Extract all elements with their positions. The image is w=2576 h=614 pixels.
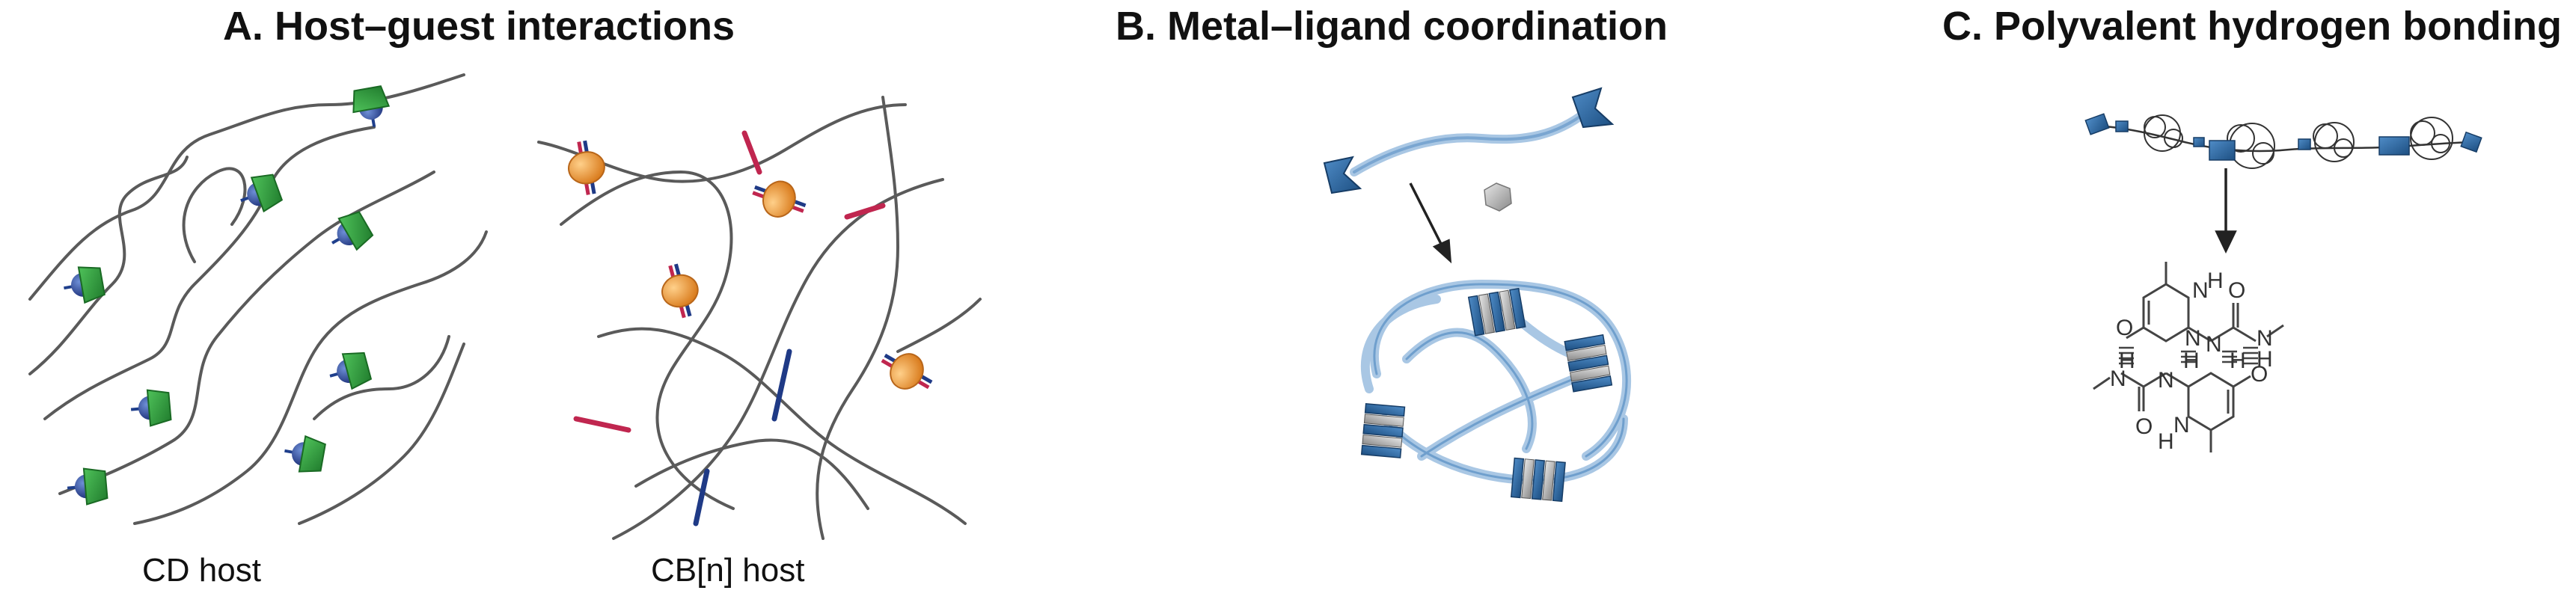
hydrogen-bonds	[2119, 346, 2258, 365]
polymer-chains	[28, 73, 488, 525]
dimerization-arrow	[2215, 168, 2237, 254]
atom-h-2: H	[2257, 347, 2273, 372]
metal-ion	[1484, 182, 1512, 212]
cd-host-caption: CD host	[142, 552, 261, 589]
cyclodextrin-guest-units	[59, 84, 394, 508]
atom-o-3: O	[2251, 362, 2268, 387]
atom-n-5: N	[2110, 366, 2126, 391]
cbn-host-caption: CB[n] host	[651, 552, 805, 589]
free-guest-rods	[573, 130, 886, 526]
metal-ligand-diagram	[1323, 87, 1632, 503]
atom-n-7: N	[2173, 413, 2190, 438]
atom-n-2: N	[2185, 326, 2201, 351]
atom-o-1: O	[2228, 278, 2245, 303]
cbn-guest-units	[564, 138, 939, 401]
atom-h-1: H	[2207, 268, 2224, 293]
coordination-network	[1360, 279, 1632, 503]
atom-o-4: O	[2135, 414, 2153, 439]
atom-n-6: N	[2158, 368, 2174, 393]
panel-a-title: A. Host–guest interactions	[222, 4, 735, 49]
atom-h-3: H	[2230, 349, 2246, 373]
upy-polymer	[2084, 113, 2482, 169]
atom-h-4: H	[2183, 349, 2200, 373]
atom-h-5: H	[2119, 349, 2135, 373]
upy-dimer-structure	[2093, 262, 2284, 452]
atom-h-6: H	[2158, 429, 2174, 454]
assembly-arrow	[1409, 182, 1452, 264]
atom-labels: N H N N O N H O H H H N N O O N H	[2110, 268, 2273, 454]
atom-n-4: N	[2257, 326, 2273, 351]
panel-c-title: C. Polyvalent hydrogen bonding	[1942, 4, 2563, 49]
atom-n-1: N	[2192, 278, 2209, 303]
panel-b-title: B. Metal–ligand coordination	[1115, 4, 1668, 49]
atom-n-3: N	[2206, 332, 2222, 357]
free-ligand	[1323, 87, 1615, 194]
atom-o-2: O	[2116, 316, 2133, 340]
hydrogen-bonding-diagram: N H N N O N H O H H H N N O O N H	[2084, 113, 2482, 454]
cd-host-network	[28, 73, 488, 525]
cbn-host-network	[537, 96, 982, 540]
